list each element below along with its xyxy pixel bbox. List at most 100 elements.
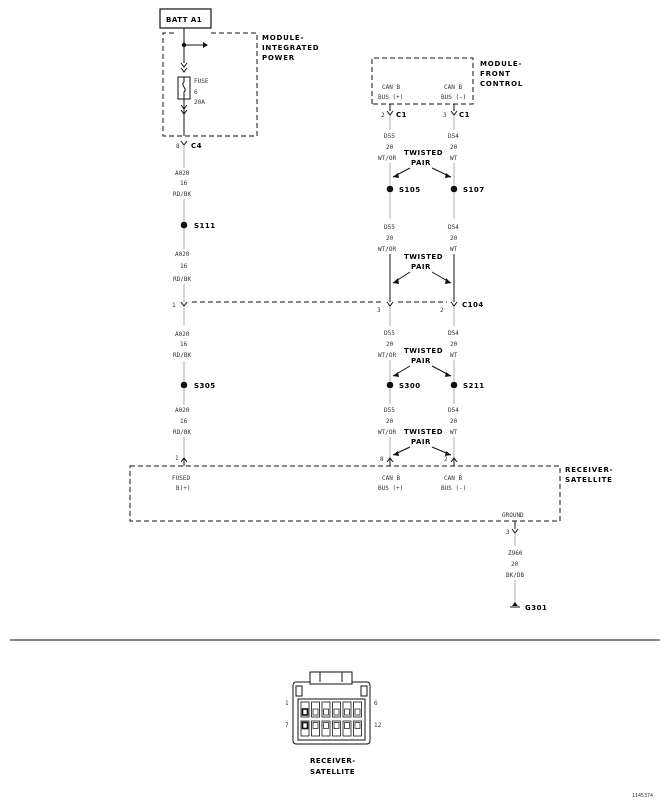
connector-c4: 8 C4 <box>176 140 202 150</box>
figure-code: 1145374 <box>632 793 653 799</box>
svg-text:1: 1 <box>285 700 289 707</box>
svg-text:B(+): B(+) <box>176 485 190 492</box>
svg-text:A020: A020 <box>175 331 190 338</box>
connector-c104: 1 3 2 C104 <box>172 301 483 314</box>
svg-text:D55: D55 <box>384 330 395 337</box>
receiver-pin-fused: 1 FUSED B(+) <box>172 455 190 492</box>
fuse-label: FUSE <box>194 78 209 85</box>
svg-text:WT: WT <box>450 352 458 359</box>
connector-cavity <box>332 701 341 718</box>
connector-terminal <box>354 708 361 716</box>
receiver-label-1: RECEIVER- <box>565 466 613 474</box>
tipm-label-2: INTEGRATED <box>262 44 319 52</box>
svg-text:6: 6 <box>374 700 378 707</box>
svg-text:3: 3 <box>443 112 447 119</box>
splice-s105-dot <box>386 185 394 193</box>
svg-text:PAIR: PAIR <box>411 438 431 446</box>
module-front-control: MODULE- FRONT CONTROL CAN B BUS (+) CAN … <box>371 57 523 105</box>
batt-a1-box: BATT A1 <box>159 8 212 29</box>
svg-text:WT: WT <box>450 429 458 436</box>
wire-label-d55-3: D55 20 WT/OR <box>378 330 396 359</box>
batt-a1-label: BATT A1 <box>166 16 202 24</box>
wire-label-d55-2: D55 20 WT/OR <box>378 224 396 253</box>
svg-text:RD/BK: RD/BK <box>173 352 191 359</box>
splice-s300-label: S300 <box>399 382 421 390</box>
receiver-label-2: SATELLITE <box>565 476 613 484</box>
connector-terminal <box>301 708 309 716</box>
svg-text:C1: C1 <box>459 111 470 119</box>
svg-text:WT: WT <box>450 155 458 162</box>
splice-s105-label: S105 <box>399 186 421 194</box>
receiver-pin-can-plus: 8 CAN B BUS (+) <box>378 456 403 492</box>
svg-text:3: 3 <box>506 529 510 536</box>
busbar-arrow-icon <box>203 42 208 48</box>
splice-s211-dot <box>450 381 458 389</box>
fcm-label-1: MODULE- <box>480 60 522 68</box>
svg-text:BUS (-): BUS (-) <box>441 485 466 492</box>
svg-text:A020: A020 <box>175 170 190 177</box>
connector-terminal <box>312 708 319 716</box>
wire-label-a020-3: A020 16 RD/BK <box>173 331 191 359</box>
svg-text:BUS (+): BUS (+) <box>378 94 403 101</box>
svg-text:20: 20 <box>450 341 458 348</box>
c4-label: C4 <box>191 142 202 150</box>
svg-text:16: 16 <box>180 341 188 348</box>
wire-label-d55-4: D55 20 WT/OR <box>378 407 396 436</box>
fcm-label-3: CONTROL <box>480 80 523 88</box>
tipm-label-3: POWER <box>262 54 295 62</box>
splice-s107-label: S107 <box>463 186 485 194</box>
splice-s107-dot <box>450 185 458 193</box>
connector-cavity <box>342 701 352 718</box>
svg-text:D54: D54 <box>448 224 459 231</box>
svg-text:WT/OR: WT/OR <box>378 352 396 359</box>
svg-text:20: 20 <box>450 144 458 151</box>
fcm-label-2: FRONT <box>480 70 511 78</box>
twisted-pair-2: TWISTED PAIR <box>392 253 452 284</box>
module-integrated-power: MODULE- INTEGRATED POWER <box>162 32 319 137</box>
svg-text:20: 20 <box>386 418 394 425</box>
svg-text:8: 8 <box>380 456 384 463</box>
c104-pin-minus: 2 <box>440 307 444 314</box>
svg-text:1: 1 <box>175 455 179 462</box>
svg-text:PAIR: PAIR <box>411 263 431 271</box>
receiver-ground: GROUND 3 Z960 20 BK/DB G301 <box>502 512 547 612</box>
ground-point-label: G301 <box>525 604 547 612</box>
wire-label-d54-4: D54 20 WT <box>448 407 459 436</box>
splice-s305-dot <box>180 381 188 389</box>
twisted-pair-1: TWISTED PAIR <box>392 149 452 178</box>
svg-text:20: 20 <box>511 561 519 568</box>
svg-text:16: 16 <box>180 263 188 270</box>
wire-label-a020-2: A020 16 RD/BK <box>173 251 191 283</box>
svg-text:WT: WT <box>450 246 458 253</box>
svg-text:20: 20 <box>450 235 458 242</box>
connector-terminal <box>354 722 361 729</box>
svg-text:TWISTED: TWISTED <box>404 428 443 436</box>
connector-terminal <box>333 708 340 716</box>
svg-text:D55: D55 <box>384 407 395 414</box>
svg-text:PAIR: PAIR <box>411 357 431 365</box>
svg-text:D55: D55 <box>384 133 395 140</box>
svg-text:20: 20 <box>386 144 394 151</box>
connector-title-1: RECEIVER- <box>310 757 356 765</box>
svg-text:BUS (-): BUS (-) <box>441 94 466 101</box>
svg-text:TWISTED: TWISTED <box>404 149 443 157</box>
connector-terminal <box>344 708 350 716</box>
module-receiver-satellite: RECEIVER- SATELLITE <box>129 465 613 522</box>
fuse-6: FUSE 6 20A <box>177 62 209 115</box>
receiver-connector-view: 1 6 7 12 <box>285 671 382 745</box>
wire-label-a020-4: A020 16 RD/BK <box>173 407 191 436</box>
svg-text:A020: A020 <box>175 251 190 258</box>
svg-text:TWISTED: TWISTED <box>404 347 443 355</box>
connector-title-2: SATELLITE <box>310 768 355 776</box>
wire-label-d54-2: D54 20 WT <box>448 224 459 253</box>
svg-text:BUS (+): BUS (+) <box>378 485 403 492</box>
svg-text:Z960: Z960 <box>508 550 523 557</box>
svg-text:CAN B: CAN B <box>444 84 462 91</box>
connector-terminal <box>333 722 340 729</box>
svg-text:TWISTED: TWISTED <box>404 253 443 261</box>
svg-text:2: 2 <box>444 456 448 463</box>
svg-text:D54: D54 <box>448 330 459 337</box>
svg-text:20: 20 <box>450 418 458 425</box>
svg-text:FUSED: FUSED <box>172 475 190 482</box>
svg-text:CAN B: CAN B <box>382 475 400 482</box>
